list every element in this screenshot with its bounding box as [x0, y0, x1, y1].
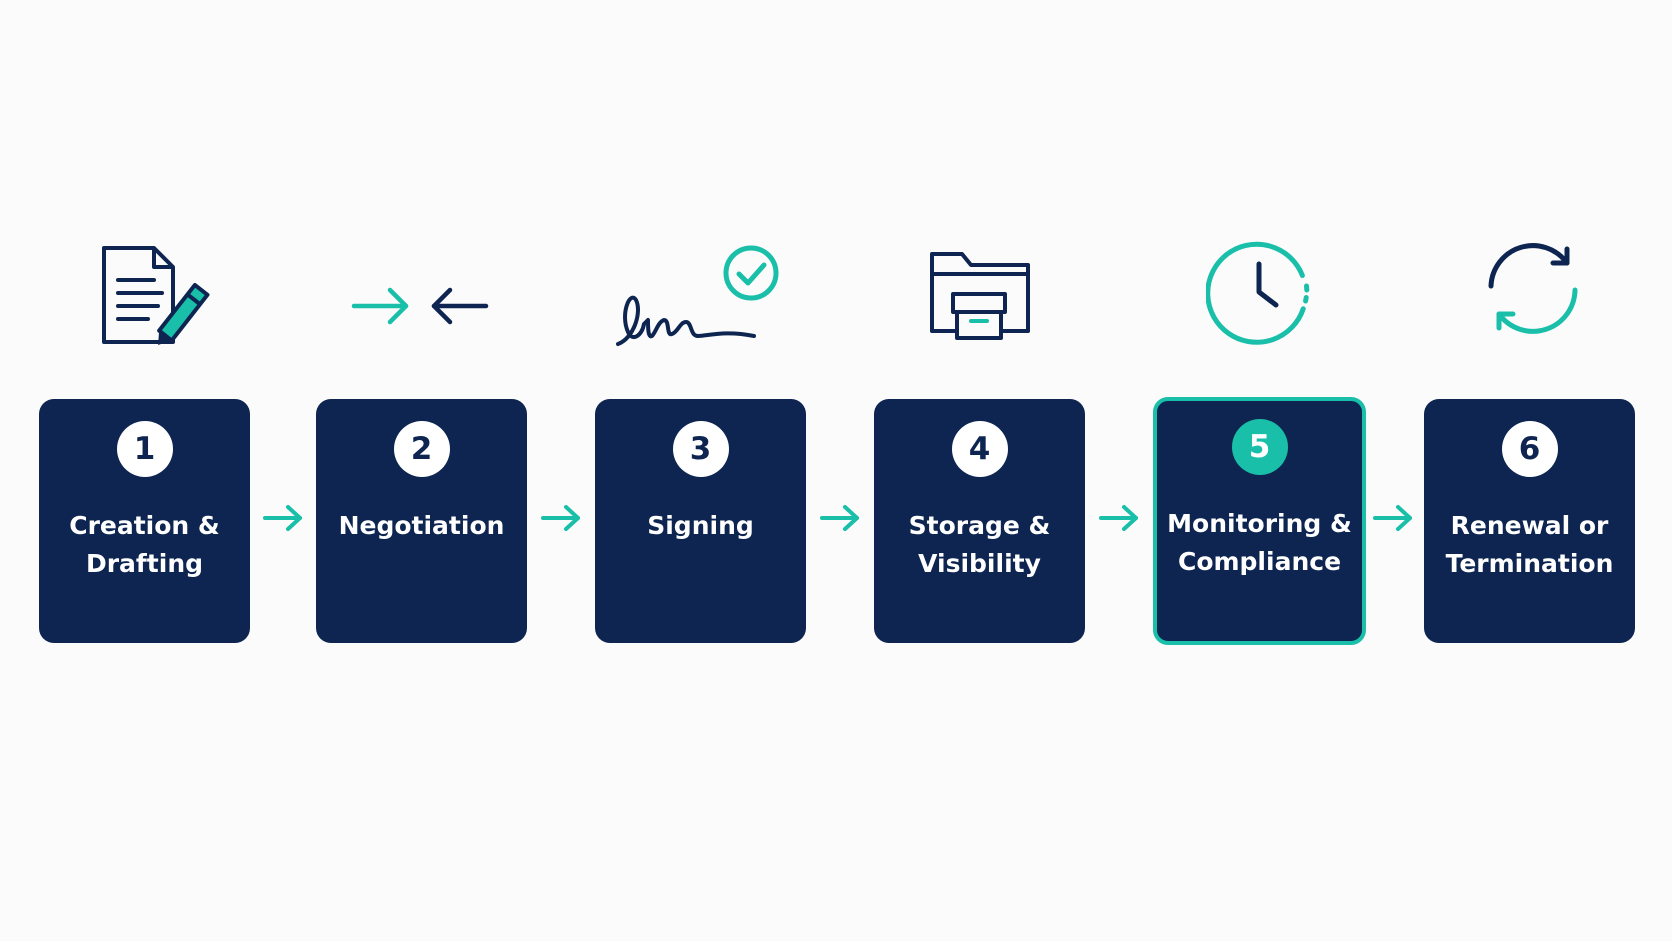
step-card-3: 3 Signing — [595, 399, 806, 643]
refresh-cycle-icon — [1473, 228, 1593, 360]
step-number-badge: 1 — [116, 421, 173, 477]
step-label: Signing — [647, 511, 754, 540]
step-number-badge: 2 — [393, 421, 450, 477]
arrow-right-icon — [1099, 505, 1138, 531]
folder-archive-icon — [922, 228, 1042, 360]
arrow-right-icon — [1373, 505, 1412, 531]
arrow-right-icon — [820, 505, 859, 531]
converging-arrows-icon — [350, 228, 490, 360]
step-number-badge: 4 — [951, 421, 1008, 477]
step-card-5: 5 Monitoring & Compliance — [1153, 397, 1366, 645]
arrow-right-icon — [541, 505, 580, 531]
step-number-badge: 5 — [1231, 419, 1288, 475]
step-label: Monitoring & Compliance — [1167, 509, 1352, 576]
step-label: Negotiation — [338, 511, 505, 540]
step-card-4: 4 Storage & Visibility — [874, 399, 1085, 643]
step-label: Storage & Visibility — [908, 511, 1051, 578]
document-pencil-icon — [90, 228, 220, 360]
step-card-2: 2 Negotiation — [316, 399, 527, 643]
step-label: Renewal or Termination — [1445, 511, 1614, 578]
step-label: Creation & Drafting — [69, 511, 220, 578]
arrow-right-icon — [263, 505, 302, 531]
step-number-badge: 6 — [1501, 421, 1558, 477]
signature-check-icon — [614, 228, 784, 360]
step-card-6: 6 Renewal or Termination — [1424, 399, 1635, 643]
clock-icon — [1206, 228, 1326, 360]
step-card-1: 1 Creation & Drafting — [39, 399, 250, 643]
step-number-badge: 3 — [672, 421, 729, 477]
